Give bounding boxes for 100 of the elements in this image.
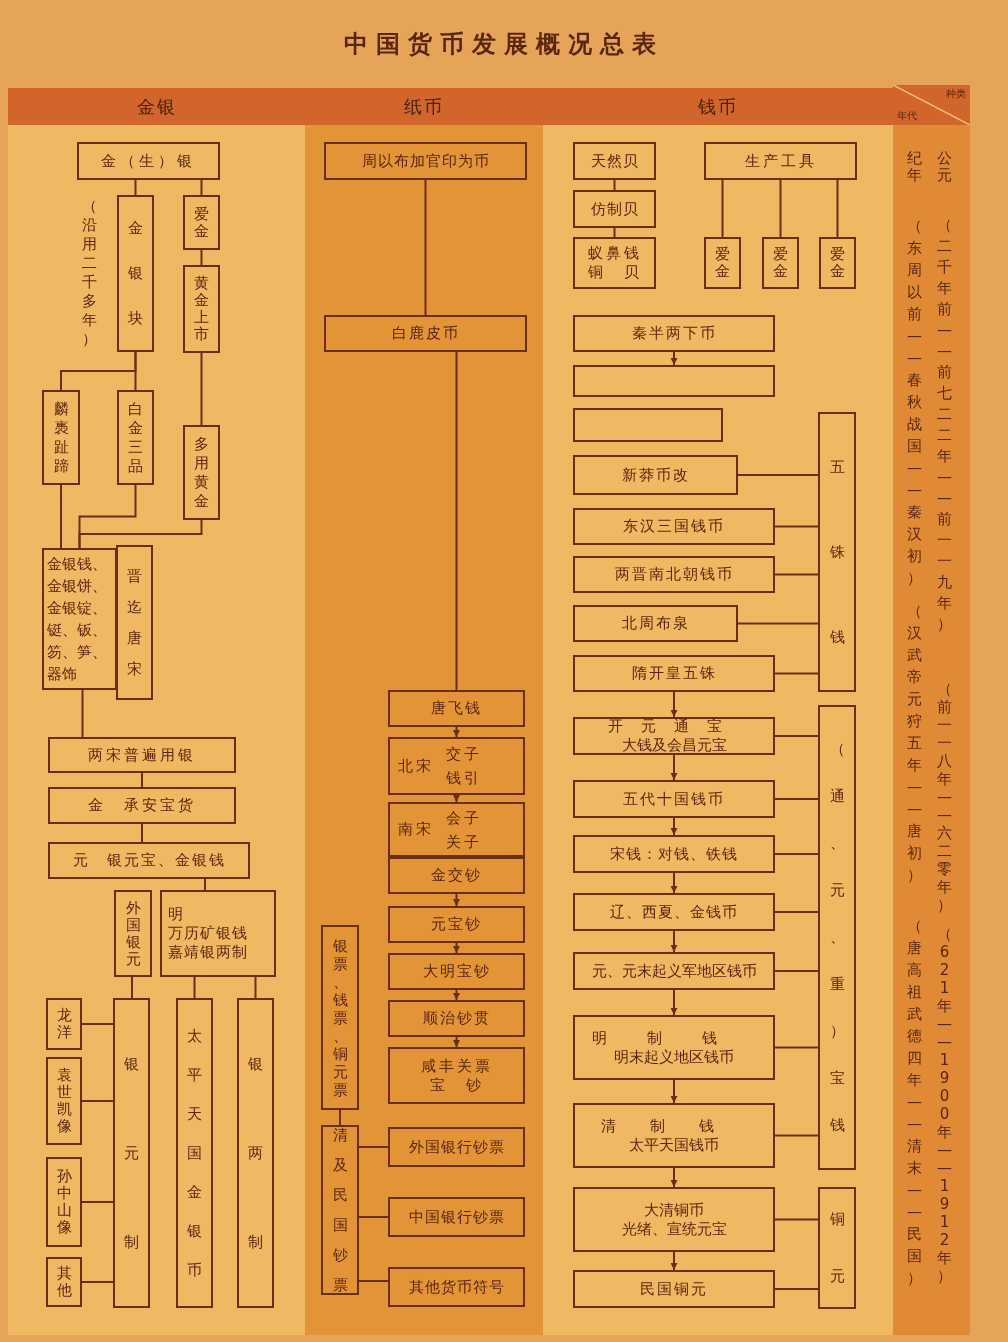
box-text: 爱金	[193, 205, 210, 240]
box-text: 白金三品	[127, 399, 144, 476]
connector-line	[779, 179, 782, 238]
box-text: 明	[168, 905, 184, 924]
connector-line	[774, 1218, 819, 1221]
box-text: 明制钱	[591, 1028, 757, 1048]
currency-box	[818, 412, 856, 692]
box-text: （通、元、重）宝钱	[828, 739, 846, 1136]
box-text: 天然贝	[590, 151, 639, 171]
currency-box	[573, 1187, 775, 1252]
era-text: （唐高祖武德四年——清末——民国）	[906, 916, 923, 1289]
connector-line	[774, 525, 819, 528]
column-header	[8, 88, 305, 125]
connector-line	[774, 970, 819, 972]
connector-line	[721, 179, 724, 238]
currency-box	[388, 1047, 525, 1104]
arrow	[670, 872, 678, 894]
connector-line	[200, 352, 203, 426]
currency-box	[388, 737, 525, 795]
currency-box	[116, 545, 153, 700]
arrow	[453, 989, 460, 1001]
box-text: 种类	[946, 87, 966, 101]
box-text: 太平天国钱币	[629, 1135, 719, 1155]
currency-box	[573, 1015, 775, 1080]
currency-box	[573, 556, 775, 593]
box-text: 宋钱：对钱、铁钱	[610, 844, 738, 864]
era-text: （621年——1900年——1912年）	[936, 925, 953, 1285]
era-text: （二千年前——前七二二年——前一一九年）	[936, 215, 953, 635]
arrow	[453, 794, 460, 803]
box-text: 隋开皇五铢	[631, 664, 717, 683]
box-text: 两晋南北朝钱币	[614, 565, 734, 584]
currency-box	[113, 998, 150, 1308]
box-text: 新莽币改	[621, 465, 690, 485]
currency-box	[46, 1157, 82, 1247]
currency-box	[117, 195, 154, 352]
corner-cell	[893, 85, 970, 125]
currency-box	[573, 190, 656, 228]
connector-line	[131, 976, 133, 999]
connector-line	[774, 735, 819, 737]
currency-box	[762, 237, 799, 289]
connector-line	[60, 484, 62, 549]
box-text: 元、元末起义军地区钱币	[591, 961, 757, 981]
box-text: 袁世凯像	[55, 1067, 73, 1135]
currency-box	[388, 857, 525, 894]
currency-box	[117, 390, 154, 485]
currency-box	[573, 237, 656, 289]
box-text: 其他	[55, 1265, 73, 1299]
box-text: 会子关子	[446, 807, 482, 853]
connector-line	[339, 1109, 341, 1126]
hidden-box	[573, 365, 775, 397]
currency-box	[237, 998, 274, 1308]
box-text: 北周布泉	[621, 614, 690, 633]
connector-line	[774, 853, 819, 855]
box-text: 大明宝钞	[422, 962, 491, 981]
era-text: （汉武帝元狩五年——唐初）	[906, 601, 923, 886]
box-text: 黄金上市	[193, 275, 210, 343]
box-text: 银票、钱票、铜元票	[331, 936, 349, 1099]
currency-box	[573, 893, 775, 931]
era-text: 公元	[936, 150, 953, 184]
currency-box	[48, 842, 250, 879]
box-text: 金（生）银	[101, 151, 196, 171]
currency-box	[388, 953, 525, 990]
box-text: 银两制	[247, 1053, 264, 1253]
box-text: 中国银行钞票	[408, 1207, 505, 1227]
currency-box	[573, 508, 775, 545]
currency-box	[388, 1197, 525, 1237]
box-text: 爱金	[829, 246, 846, 280]
box-text: 民国铜元	[640, 1279, 708, 1299]
box-text: 爱金	[714, 246, 731, 280]
box-text: 五代十国钱币	[623, 789, 725, 809]
connector-line	[358, 1216, 389, 1218]
box-text: 龙洋	[55, 1007, 73, 1041]
connector-line	[204, 878, 206, 891]
hidden-box	[573, 408, 723, 442]
connector-line	[78, 519, 203, 549]
box-text: 两宋普遍用银	[88, 745, 196, 765]
currency-box	[704, 237, 741, 289]
connector-line	[141, 823, 143, 843]
box-text: 金银块	[127, 218, 144, 329]
box-text: 清制钱	[600, 1116, 748, 1136]
arrow	[670, 351, 678, 366]
currency-box	[573, 835, 775, 873]
arrow	[670, 691, 678, 718]
currency-box	[324, 315, 527, 352]
currency-box	[183, 265, 220, 353]
connector-line	[200, 179, 203, 196]
connector-line	[774, 798, 819, 800]
connector-line	[737, 474, 819, 476]
currency-box	[573, 717, 775, 755]
box-text: 年代	[897, 109, 917, 123]
box-text: 交子钱引	[446, 744, 482, 789]
currency-box	[388, 1267, 525, 1307]
box-text: 大钱及会昌元宝	[621, 736, 727, 755]
connector-line	[774, 911, 819, 913]
connector-line	[774, 672, 819, 675]
box-text: 金 承安宝货	[88, 796, 196, 815]
connector-line	[254, 976, 257, 999]
currency-box	[573, 780, 775, 818]
currency-box	[77, 142, 220, 180]
connector-line	[193, 976, 196, 999]
